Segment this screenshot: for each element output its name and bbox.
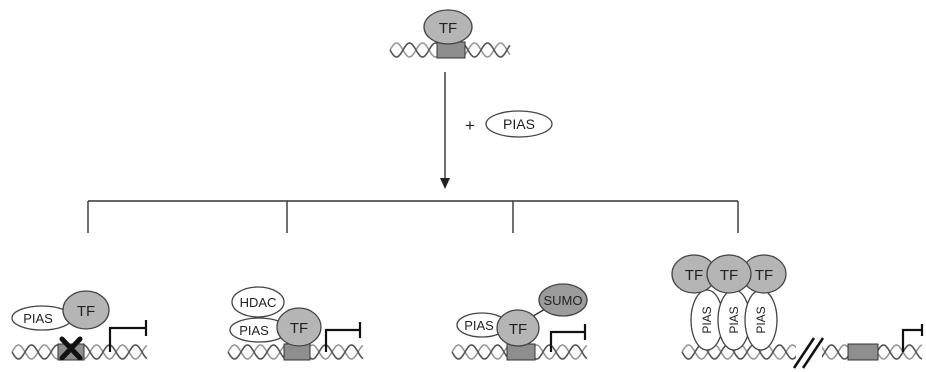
- branch-lines: [87, 200, 739, 233]
- tf-label: TF: [720, 267, 738, 284]
- tf-protein: [276, 307, 322, 347]
- tf-label: TF: [290, 320, 308, 337]
- sumo-protein: [538, 283, 588, 317]
- promoter-arrow: [108, 320, 148, 352]
- pias-label: PIAS: [23, 311, 53, 326]
- promoter-arrow: [549, 324, 587, 352]
- tf-label: TF: [755, 267, 773, 284]
- dna-break-icon: [792, 337, 825, 369]
- plus-sign: +: [465, 116, 475, 135]
- hdac-protein: [231, 286, 285, 318]
- tf-label: TF: [685, 267, 703, 284]
- pias-label: PIAS: [727, 306, 741, 333]
- panel-1: PIAS TF: [11, 290, 148, 361]
- tf-label: TF: [439, 20, 457, 37]
- tf-label: TF: [509, 321, 527, 338]
- promoter-arrow: [901, 324, 924, 352]
- pias-label: PIAS: [754, 306, 768, 333]
- hdac-label: HDAC: [240, 295, 277, 310]
- sumo-label: SUMO: [544, 293, 583, 308]
- pias-label: PIAS: [464, 318, 494, 333]
- panel-2: HDAC PIAS TF: [227, 286, 364, 361]
- pias-label: PIAS: [503, 116, 535, 132]
- pias-protein: [485, 110, 553, 138]
- pias-label: PIAS: [239, 323, 269, 338]
- dna-break-gap: [796, 338, 822, 368]
- tf-protein: [706, 254, 752, 294]
- arrow-head: [440, 178, 450, 189]
- panel-4: PIAS PIAS PIAS TF TF TF: [671, 254, 924, 369]
- promoter-arrow: [324, 322, 362, 352]
- dna-binding-site: [847, 343, 879, 361]
- tf-protein: [496, 309, 540, 347]
- tf-label: TF: [77, 303, 95, 320]
- block-cross-icon: [59, 336, 83, 361]
- tf-protein: [62, 290, 110, 330]
- panel-3: SUMO PIAS TF: [451, 283, 588, 361]
- tf-protein: [423, 9, 473, 45]
- pias-label: PIAS: [700, 306, 714, 333]
